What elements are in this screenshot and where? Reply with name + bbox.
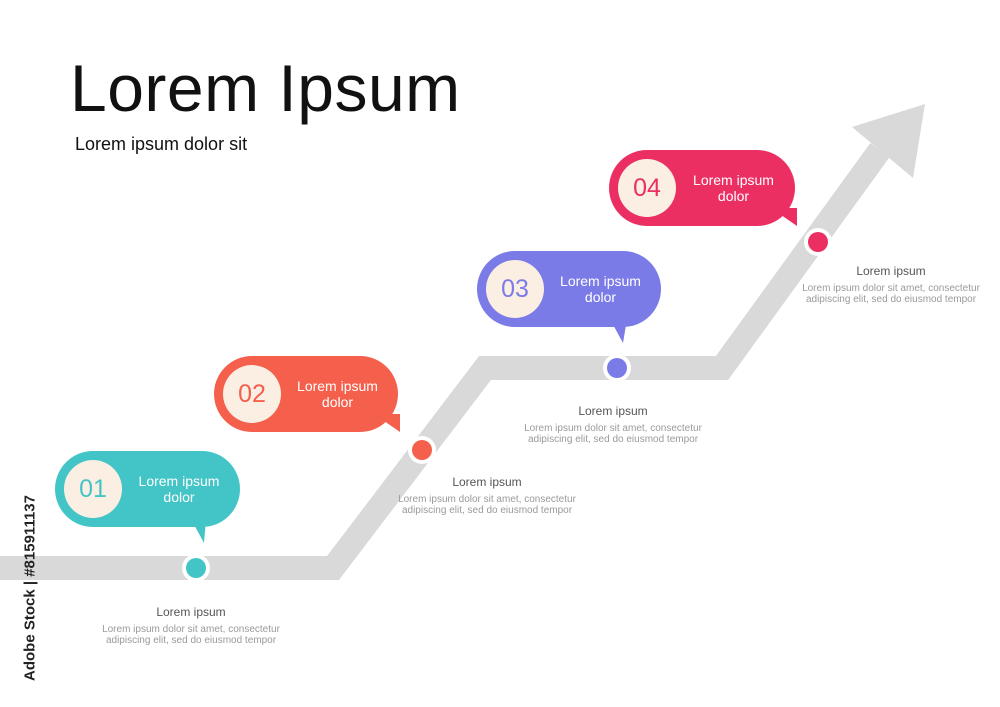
step-caption-3-title: Lorem ipsum [578, 404, 648, 418]
step-bubble-2: 02 Lorem ipsum dolor [214, 356, 400, 432]
step-marker-3-dot [607, 358, 627, 378]
step-number-1: 01 [64, 460, 122, 518]
step-caption-1-text: Lorem ipsum dolor sit amet, consectetur … [102, 624, 280, 646]
step-number-3: 03 [486, 260, 544, 318]
step-bubble-1: 01 Lorem ipsum dolor [55, 451, 240, 543]
step-number-4: 04 [618, 159, 676, 217]
stock-watermark-text: Adobe Stock | #815911137 [21, 495, 39, 681]
step-bubble-3-text: Lorem ipsum dolor [560, 273, 641, 305]
step-caption-2-text: Lorem ipsum dolor sit amet, consectetur … [398, 494, 576, 516]
step-marker-1-dot [186, 558, 206, 578]
rising-path-line [0, 142, 890, 580]
step-caption-3: Lorem ipsum Lorem ipsum dolor sit amet, … [518, 404, 708, 445]
step-caption-3-text: Lorem ipsum dolor sit amet, consectetur … [524, 423, 702, 445]
step-bubble-4-text: Lorem ipsum dolor [693, 172, 774, 204]
step-caption-2: Lorem ipsum Lorem ipsum dolor sit amet, … [392, 475, 582, 516]
step-caption-2-title: Lorem ipsum [452, 475, 522, 489]
bubble-pointer-3 [610, 319, 627, 343]
step-marker-4-dot [808, 232, 828, 252]
step-caption-4-title: Lorem ipsum [856, 264, 926, 278]
step-number-2: 02 [223, 365, 281, 423]
stock-watermark: Adobe Stock | #815911137 [21, 482, 39, 694]
page-subtitle: Lorem ipsum dolor sit [75, 134, 248, 154]
step-bubble-3: 03 Lorem ipsum dolor [477, 251, 661, 343]
step-caption-4: Lorem ipsum Lorem ipsum dolor sit amet, … [796, 264, 986, 305]
bubble-pointer-1 [191, 519, 206, 543]
arrow-head-icon [852, 104, 925, 178]
step-bubble-4: 04 Lorem ipsum dolor [609, 150, 797, 226]
step-marker-2-dot [412, 440, 432, 460]
step-bubble-1-text: Lorem ipsum dolor [138, 473, 220, 505]
step-bubble-2-text: Lorem ipsum dolor [297, 378, 378, 410]
step-caption-4-text: Lorem ipsum dolor sit amet, consectetur … [802, 283, 980, 305]
step-caption-1: Lorem ipsum Lorem ipsum dolor sit amet, … [96, 605, 286, 646]
step-caption-1-title: Lorem ipsum [156, 605, 226, 619]
bubble-pointer-2 [374, 414, 400, 432]
bubble-pointer-4 [771, 208, 797, 226]
page-title: Lorem Ipsum [70, 51, 461, 125]
